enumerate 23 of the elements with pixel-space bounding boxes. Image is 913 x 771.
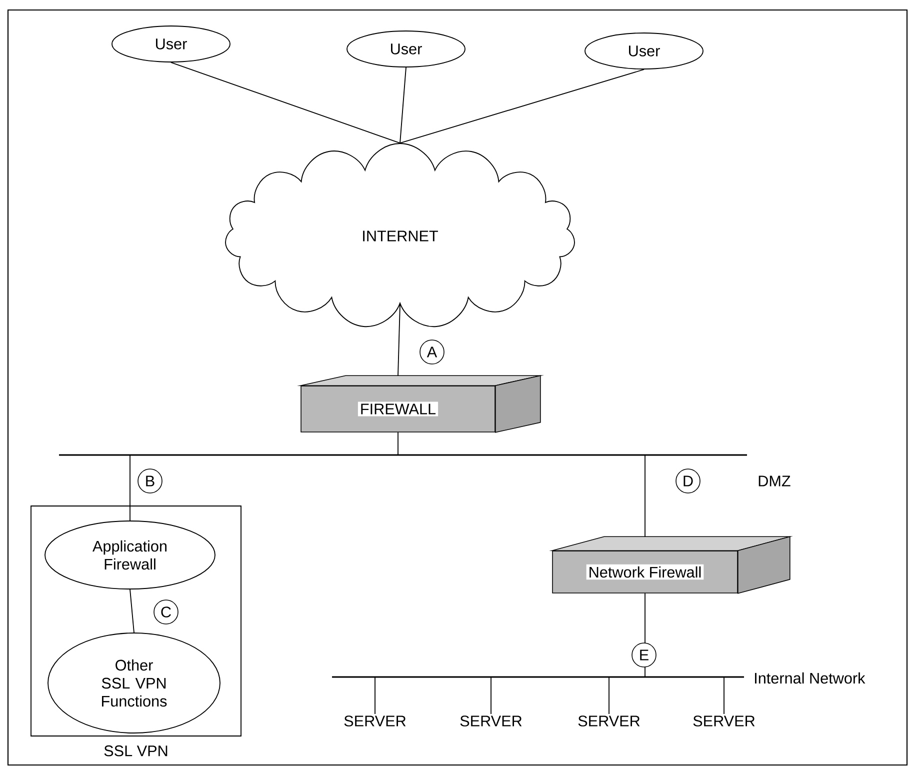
internet-cloud: INTERNET [225,143,575,328]
network-bus-line [332,676,744,678]
connector-line [170,62,400,144]
connector-line [644,454,646,538]
connector-line [608,676,610,714]
oval-node: User [346,30,466,68]
network-label: DMZ [758,476,790,486]
connector-line [490,676,492,714]
server-label: SERVER [344,716,406,726]
server-label: SERVER [578,716,640,726]
server-label: SERVER [460,716,522,726]
server-label: SERVER [693,716,755,726]
network-label: Internal Network [755,672,866,684]
oval-node: User [112,26,230,62]
node-label: SSL VPN [104,745,168,756]
oval-node: Other SSL VPN Functions [48,632,220,734]
connector-line [374,676,376,714]
oval-node: Application Firewall [44,520,216,590]
connector-line [400,67,406,144]
connector-line [130,589,134,633]
oval-node: User [584,32,704,70]
connector-line [400,69,644,144]
network-bus-line [59,454,747,456]
